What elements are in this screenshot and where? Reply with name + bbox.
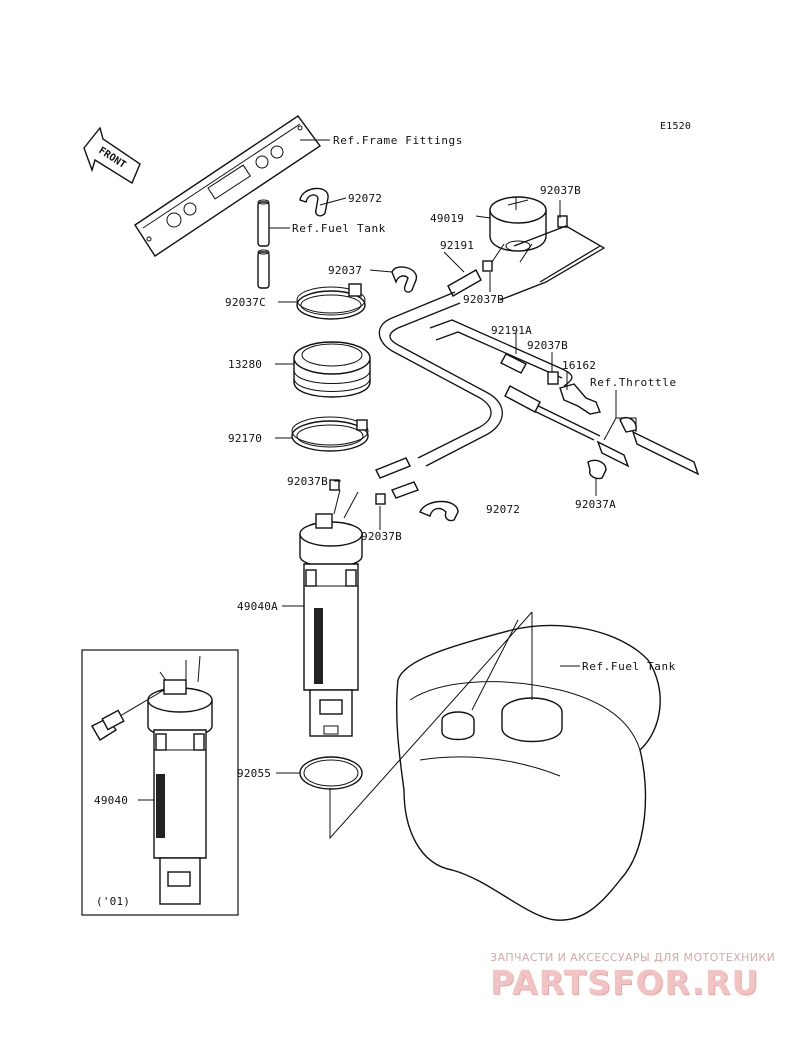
- fuel-hose-routing: [378, 225, 606, 467]
- clip-92072-lower: [419, 500, 459, 522]
- clip-92037B-right: [547, 371, 559, 385]
- seal-13280: [293, 341, 371, 398]
- part-92037A: 92037A: [575, 498, 616, 511]
- watermark-tagline: ЗАПЧАСТИ И АКСЕССУАРЫ ДЛЯ МОТОТЕХНИКИ: [490, 951, 776, 964]
- part-92072-bottom: 92072: [486, 503, 520, 516]
- hose-pieces-lower: [329, 457, 419, 505]
- frame-fitting-plate: [134, 115, 321, 257]
- part-92037B-right: 92037B: [527, 339, 568, 352]
- hose-92191A: [500, 353, 541, 413]
- fuel-tank-vent-tubes: [257, 199, 270, 289]
- inset-note: ('01): [96, 895, 130, 908]
- inset-49040-box: [81, 649, 239, 916]
- diagram-code: E1520: [660, 121, 691, 132]
- ref-fuel-tank-lower: Ref.Fuel Tank: [582, 660, 676, 673]
- part-49040A: 49040A: [237, 600, 278, 613]
- clip-92037A: [587, 459, 607, 480]
- watermark-logo: PARTSFOR.RU: [490, 963, 760, 1002]
- fuel-tank: [396, 612, 661, 921]
- part-92191: 92191: [440, 239, 474, 252]
- front-direction-arrow: FRONT: [83, 126, 141, 185]
- part-92055: 92055: [237, 767, 271, 780]
- fuel-filter-49019: [489, 196, 568, 263]
- fitting-16162: [559, 383, 601, 415]
- part-92072-top: 92072: [348, 192, 382, 205]
- part-92170: 92170: [228, 432, 262, 445]
- part-92037B-mid: 92037B: [463, 293, 504, 306]
- part-49040: 49040: [94, 794, 128, 807]
- o-ring-92055: [299, 756, 363, 790]
- throttle-hoses: [596, 416, 700, 476]
- part-49019: 49019: [430, 212, 464, 225]
- ref-throttle: Ref.Throttle: [590, 376, 677, 389]
- part-92037B-top: 92037B: [540, 184, 581, 197]
- leader-lines: [138, 139, 637, 840]
- part-92191A: 92191A: [491, 324, 532, 337]
- clamp-92170: [291, 416, 369, 452]
- hose-92191: [447, 260, 493, 297]
- clamp-92037: [391, 266, 417, 293]
- clip-92072-upper: [299, 187, 329, 217]
- part-92037: 92037: [328, 264, 362, 277]
- part-92037B-low: 92037B: [361, 530, 402, 543]
- ref-fuel-tank-upper: Ref.Fuel Tank: [292, 222, 386, 235]
- ref-frame-fittings: Ref.Frame Fittings: [333, 134, 463, 147]
- part-92037C: 92037C: [225, 296, 266, 309]
- clamp-92037C: [296, 283, 366, 320]
- part-16162: 16162: [562, 359, 596, 372]
- fuel-pump-49040A: [299, 489, 363, 737]
- part-13280: 13280: [228, 358, 262, 371]
- labels: E1520 Ref.Frame Fittings Ref.Fuel Tank R…: [94, 121, 691, 908]
- part-92037B-left: 92037B: [287, 475, 328, 488]
